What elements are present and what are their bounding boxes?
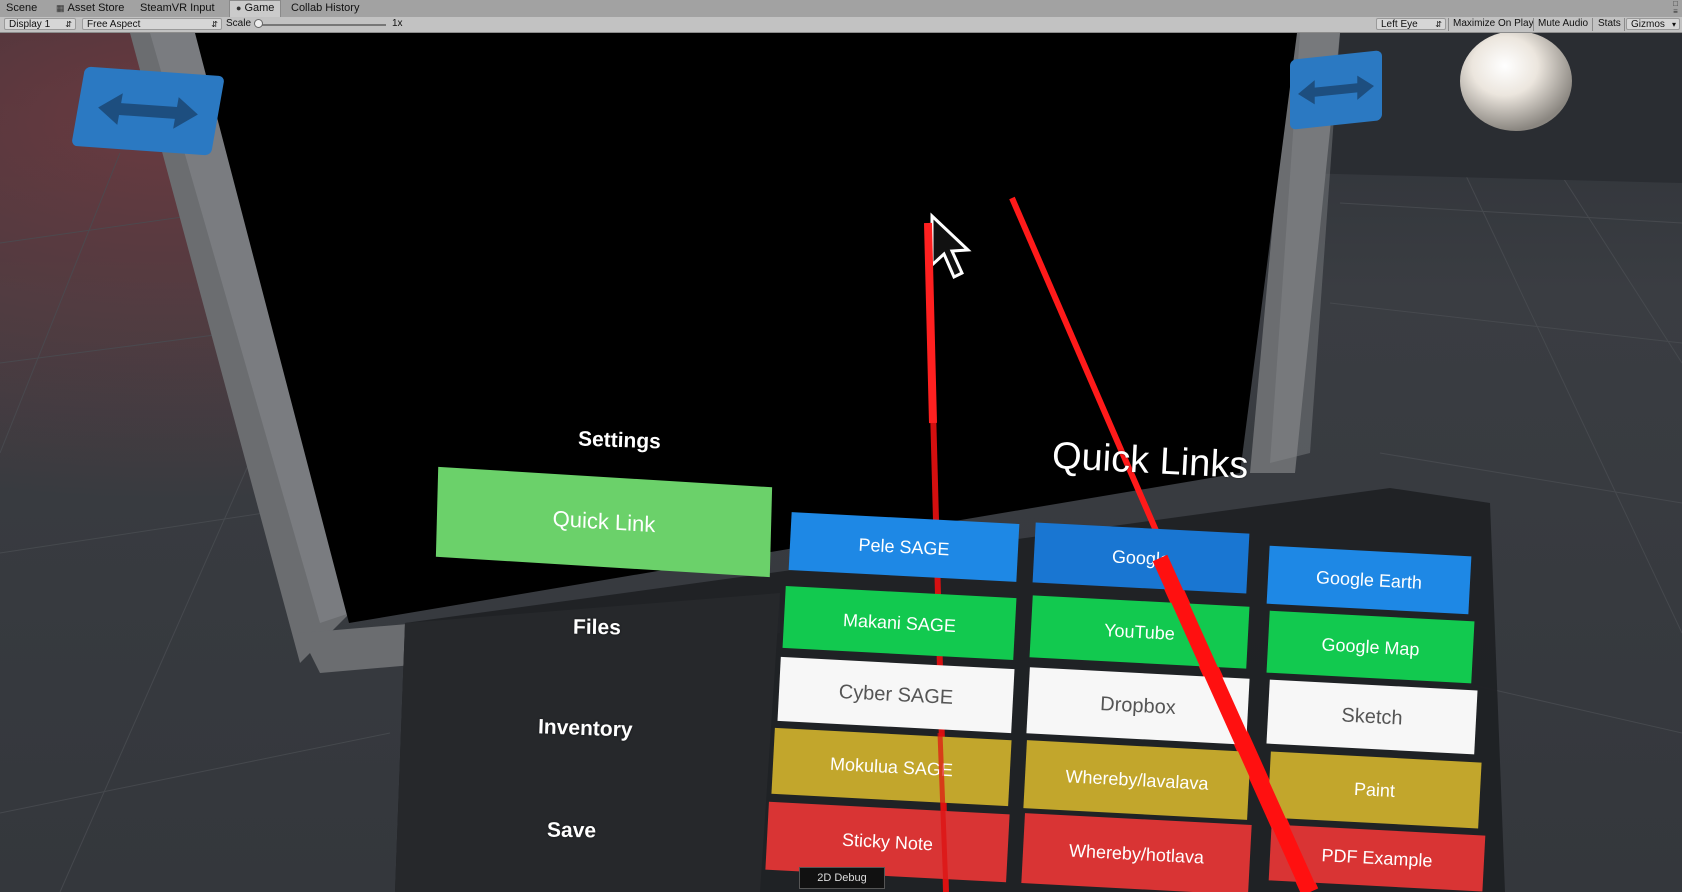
dropdown-arrow-icon: ⇵: [211, 20, 218, 29]
sphere-object: [1460, 33, 1572, 131]
move-left-right-button-right[interactable]: [1290, 50, 1382, 130]
menu-save[interactable]: Save: [546, 818, 597, 843]
display-dropdown[interactable]: Display 1⇵: [4, 18, 76, 30]
menu-inventory[interactable]: Inventory: [537, 715, 633, 742]
link-google-map[interactable]: Google Map: [1266, 610, 1475, 684]
dropdown-arrow-icon: ⇵: [1435, 20, 1442, 29]
link-dropbox[interactable]: Dropbox: [1026, 667, 1250, 745]
double-arrow-icon: [1298, 75, 1374, 105]
aspect-dropdown[interactable]: Free Aspect⇵: [82, 18, 222, 30]
dropdown-arrow-icon: ⇵: [65, 20, 72, 29]
maximize-on-play-toggle[interactable]: Maximize On Play: [1453, 18, 1534, 29]
link-google-earth[interactable]: Google Earth: [1266, 545, 1472, 615]
editor-tab-bar: Scene ▦Asset Store SteamVR Input ●Game C…: [0, 0, 1682, 18]
link-cyber-sage[interactable]: Cyber SAGE: [777, 656, 1015, 734]
tab-asset-store[interactable]: ▦Asset Store: [56, 2, 125, 14]
asset-store-icon: ▦: [56, 3, 65, 13]
move-left-right-button[interactable]: [71, 66, 225, 156]
pointer-cursor-icon: [930, 212, 972, 280]
link-mokulua-sage[interactable]: Mokulua SAGE: [771, 727, 1012, 807]
dropdown-arrow-icon: ▾: [1671, 20, 1676, 29]
tab-game[interactable]: ●Game: [229, 0, 282, 18]
eye-dropdown[interactable]: Left Eye⇵: [1376, 18, 1446, 30]
2d-debug-button[interactable]: 2D Debug: [799, 867, 885, 889]
game-view-toolbar: Display 1⇵ Free Aspect⇵ Scale 1x Left Ey…: [0, 17, 1682, 33]
scale-slider[interactable]: [256, 24, 386, 26]
tab-scene[interactable]: Scene: [6, 2, 38, 14]
stats-toggle[interactable]: Stats: [1598, 18, 1621, 29]
menu-settings[interactable]: Settings: [577, 427, 662, 454]
scale-label: Scale: [226, 18, 252, 29]
link-whereby-lavalava[interactable]: Whereby/lavalava: [1023, 740, 1251, 820]
gizmos-dropdown[interactable]: Gizmos▾: [1626, 18, 1680, 30]
window-menu-icon[interactable]: □≡: [1673, 0, 1678, 16]
tab-steamvr-input[interactable]: SteamVR Input: [140, 2, 215, 14]
link-whereby-hotlava[interactable]: Whereby/hotlava: [1021, 813, 1252, 892]
link-google[interactable]: Google: [1032, 522, 1250, 594]
double-arrow-icon: [98, 93, 198, 129]
link-makani-sage[interactable]: Makani SAGE: [782, 585, 1017, 661]
game-controller-icon: ●: [236, 3, 242, 13]
link-youtube[interactable]: YouTube: [1029, 595, 1250, 669]
tab-collab-history[interactable]: Collab History: [291, 2, 360, 14]
menu-files[interactable]: Files: [572, 615, 622, 640]
scale-slider-handle[interactable]: [254, 19, 263, 28]
link-pdf-example[interactable]: PDF Example: [1268, 824, 1486, 892]
link-paint[interactable]: Paint: [1267, 751, 1482, 829]
link-pele-sage[interactable]: Pele SAGE: [788, 512, 1020, 582]
link-sketch[interactable]: Sketch: [1266, 679, 1478, 755]
scale-value: 1x: [392, 18, 403, 29]
game-view[interactable]: Settings Quick Link Files Inventory Save…: [0, 33, 1682, 892]
mute-audio-toggle[interactable]: Mute Audio: [1538, 18, 1589, 29]
